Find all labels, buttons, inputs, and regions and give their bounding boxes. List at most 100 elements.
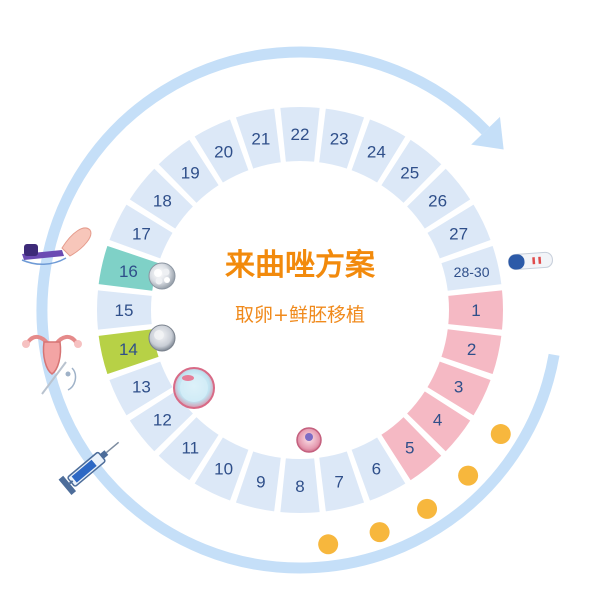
day-segment-shape [233, 448, 284, 514]
day-segment-shape [106, 359, 176, 419]
day-segment-20: 20 [191, 116, 251, 186]
day-label: 28-30 [454, 264, 490, 280]
day-segment-shape [106, 201, 176, 261]
day-label: 5 [405, 439, 414, 458]
blastocyst-icon [173, 367, 215, 409]
day-label: 14 [119, 340, 138, 359]
day-segment-shape [278, 105, 322, 164]
day-label: 11 [181, 439, 199, 458]
day-segment-3: 3 [424, 359, 494, 419]
oocyte-icon [148, 324, 176, 352]
day-label: 27 [449, 225, 468, 244]
embryo-icon [296, 427, 322, 453]
day-label: 25 [400, 163, 419, 182]
syringe-icon [58, 441, 120, 495]
day-segment-22: 22 [278, 105, 322, 164]
pill-day-3 [490, 424, 511, 445]
day-segment-4: 4 [404, 388, 473, 455]
day-segment-shape [191, 116, 251, 186]
page-subtitle: 取卵+鲜胚移植 [235, 304, 365, 326]
day-segment-shape [316, 448, 367, 514]
cycle-arrow [36, 46, 560, 574]
day-segment-24: 24 [349, 116, 409, 186]
day-segment-shape [191, 434, 251, 504]
day-segment-shape [378, 414, 445, 483]
day-segment-shape [424, 201, 494, 261]
pill-day-4 [458, 465, 479, 486]
day-label: 3 [454, 377, 463, 396]
day-segment-11: 11 [155, 414, 222, 483]
day-segment-10: 10 [191, 434, 251, 504]
cycle-arrow-arc [36, 46, 560, 574]
letrozole-pills [318, 424, 511, 555]
day-segment-shape [424, 359, 494, 419]
day-segment-13: 13 [106, 359, 176, 419]
day-segment-shape [446, 288, 505, 332]
day-label: 1 [471, 301, 480, 320]
day-label: 26 [428, 191, 447, 210]
day-label: 16 [119, 262, 138, 281]
uterus-icon [22, 335, 82, 395]
day-segment-shape [233, 106, 284, 172]
cycle-arrow-head [471, 116, 504, 150]
day-label: 15 [115, 301, 134, 320]
pregnancy-test-icon [507, 251, 553, 270]
day-segment-1: 1 [446, 288, 505, 332]
day-label: 19 [181, 163, 200, 182]
day-segment-25: 25 [378, 137, 445, 206]
day-segment-7: 7 [316, 448, 367, 514]
day-segment-6: 6 [349, 434, 409, 504]
page-title: 来曲唑方案 [225, 248, 375, 283]
day-label: 20 [214, 142, 233, 161]
day-label: 10 [214, 460, 233, 479]
day-segment-shape [349, 116, 409, 186]
day-segment-19: 19 [155, 137, 222, 206]
day-label: 9 [256, 473, 265, 492]
day-segment-17: 17 [106, 201, 176, 261]
day-segment-21: 21 [233, 106, 284, 172]
day-segment-shape [155, 137, 222, 206]
day-segment-shape [155, 414, 222, 483]
day-label: 21 [251, 129, 270, 148]
day-segment-shape [438, 326, 504, 377]
day-segment-shape [438, 243, 504, 294]
pill-day-6 [369, 522, 390, 543]
day-segment-18: 18 [127, 165, 196, 232]
day-segment-28-30: 28-30 [438, 243, 504, 294]
day-segment-shape [96, 243, 162, 294]
day-segment-shape [316, 106, 367, 172]
day-label: 6 [372, 460, 381, 479]
day-label: 4 [433, 411, 442, 430]
day-label: 24 [367, 142, 386, 161]
day-label: 2 [467, 340, 476, 359]
day-segment-23: 23 [316, 106, 367, 172]
day-label: 17 [132, 225, 151, 244]
day-segment-shape [404, 388, 473, 455]
day-segment-9: 9 [233, 448, 284, 514]
day-segment-shape [349, 434, 409, 504]
day-segment-15: 15 [95, 288, 154, 332]
day-segment-shape [378, 137, 445, 206]
day-segment-27: 27 [424, 201, 494, 261]
day-label: 13 [132, 377, 151, 396]
day-label: 12 [153, 411, 172, 430]
day-segment-shape [404, 165, 473, 232]
follicle-icon [148, 262, 176, 290]
pill-day-5 [417, 498, 438, 519]
day-segment-26: 26 [404, 165, 473, 232]
day-segment-shape [95, 288, 154, 332]
day-label: 23 [330, 129, 349, 148]
day-segment-16: 16 [96, 243, 162, 294]
day-segment-shape [278, 456, 322, 515]
ultrasound-probe-icon [21, 227, 92, 265]
pill-day-7 [318, 534, 339, 555]
day-segment-2: 2 [438, 326, 504, 377]
day-segment-14: 14 [96, 326, 162, 377]
day-segment-5: 5 [378, 414, 445, 483]
day-segment-8: 8 [278, 456, 322, 515]
day-label: 7 [334, 473, 343, 492]
day-label: 22 [291, 125, 310, 144]
day-label: 8 [295, 477, 304, 496]
